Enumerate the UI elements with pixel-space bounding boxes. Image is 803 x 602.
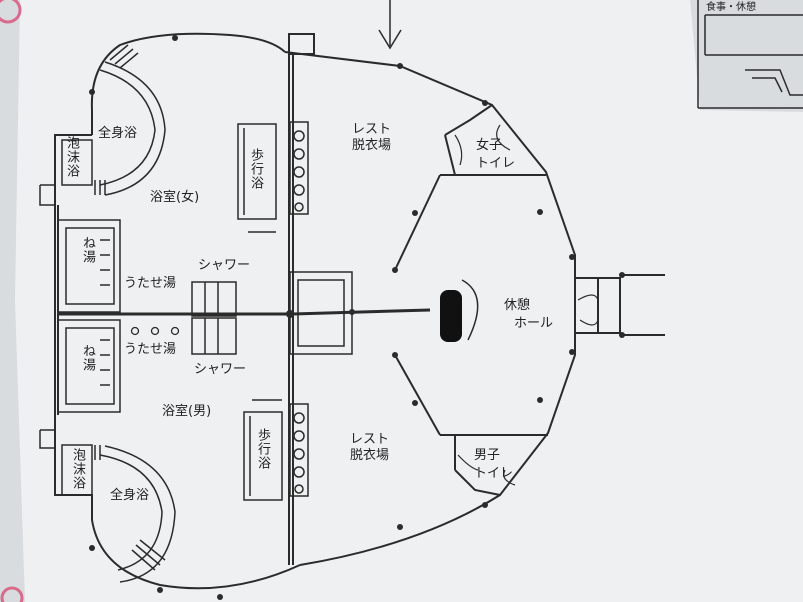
shower-label-bottom: シャワー xyxy=(194,362,247,377)
foam-bath-label-bottom: 泡沫浴 xyxy=(70,448,85,490)
lounge-label-2: ホール xyxy=(514,316,554,331)
full-body-bath-label-bottom: 全身浴 xyxy=(110,488,150,503)
utase-fixtures xyxy=(130,326,180,336)
right-wing-walls xyxy=(394,104,665,496)
mens-toilet-label-2: トイレ xyxy=(474,466,514,481)
door-swings xyxy=(454,124,599,486)
lounge-label-1: 休憩 xyxy=(504,298,531,313)
full-body-bath-label-top: 全身浴 xyxy=(98,126,138,141)
center-divider xyxy=(58,308,431,316)
rest-label-bottom: レスト xyxy=(350,432,390,447)
stamp-bottom-left xyxy=(0,586,24,602)
utase-label-top: うたせ湯 xyxy=(124,276,177,291)
dressing-room-label-top: 脱衣場 xyxy=(352,138,392,153)
stamp-top-left xyxy=(0,0,22,24)
entrance-arrow xyxy=(378,0,402,50)
utase-label-bottom: うたせ湯 xyxy=(124,342,177,357)
women-bath-fixtures xyxy=(39,44,309,317)
womens-toilet-label-1: 女子 xyxy=(476,138,503,153)
ne-yu-label-top: ね湯 xyxy=(80,236,95,264)
womens-toilet-label-2: トイレ xyxy=(476,156,516,171)
dressing-room-label-bottom: 脱衣場 xyxy=(350,448,390,463)
men-bath-fixtures xyxy=(39,317,309,583)
inset-plan xyxy=(697,0,803,109)
lounge-fixture xyxy=(440,279,479,342)
column-dots xyxy=(89,35,625,600)
ne-yu-label-bottom: ね湯 xyxy=(80,344,95,372)
paper-sheet xyxy=(15,0,803,602)
rest-label-top: レスト xyxy=(352,122,392,137)
walking-bath-label-bottom: 歩行浴 xyxy=(255,428,270,470)
mens-bath-label: 浴室(男) xyxy=(162,404,212,419)
womens-bath-label: 浴室(女) xyxy=(150,190,200,205)
foam-bath-label-top: 泡沫浴 xyxy=(64,136,79,178)
walking-bath-label-top: 歩行浴 xyxy=(248,148,263,190)
inset-title: 食事・休憩 xyxy=(706,2,756,13)
mens-toilet-label-1: 男子 xyxy=(474,448,501,463)
shower-label-top: シャワー xyxy=(198,258,251,273)
